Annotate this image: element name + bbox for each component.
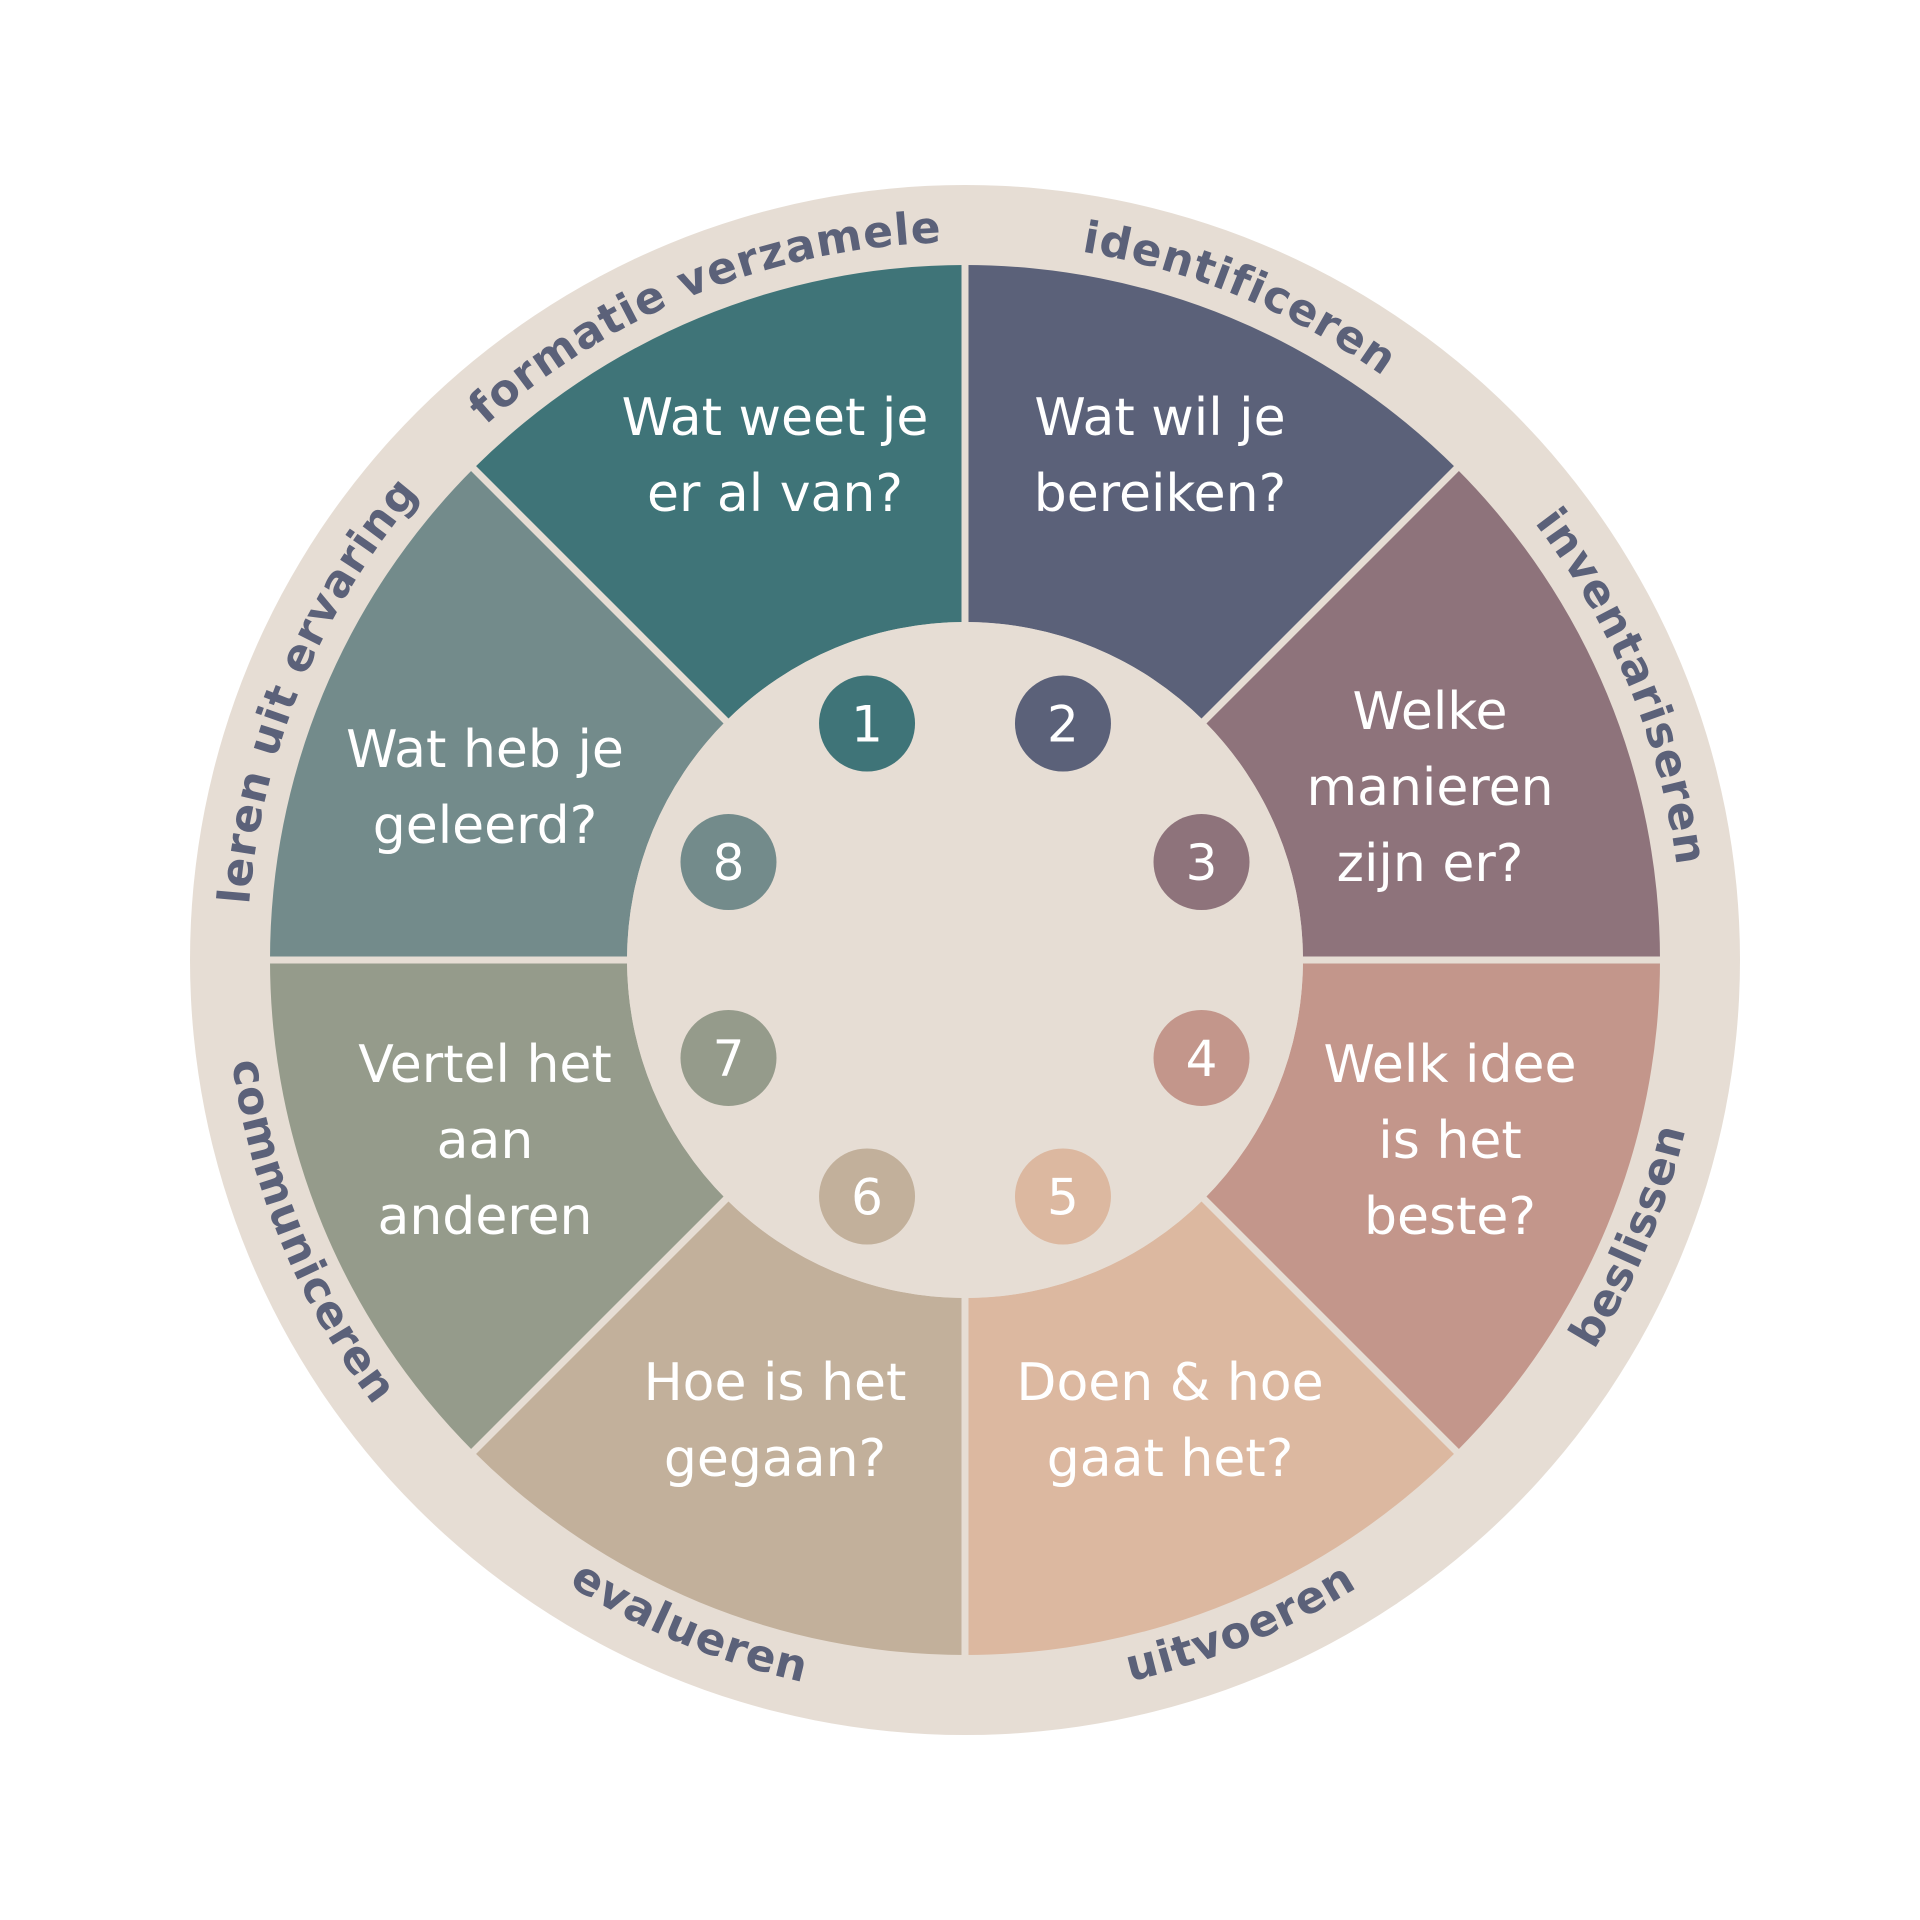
badge-number: 8 xyxy=(713,834,745,892)
question-line: Wat weet je xyxy=(622,388,929,448)
badge-4: 4 xyxy=(1153,1009,1250,1106)
question-line: Welke xyxy=(1352,682,1507,742)
badge-number: 4 xyxy=(1186,1030,1218,1088)
question-line: anderen xyxy=(377,1187,592,1247)
segment-1 xyxy=(473,265,965,721)
badge-circle xyxy=(680,814,777,911)
question-line: aan xyxy=(437,1111,534,1171)
question-5: Doen & hoe gaat het? xyxy=(1016,1353,1323,1489)
question-line: manieren xyxy=(1306,758,1553,818)
question-line: gaat het? xyxy=(1047,1429,1294,1489)
question-4: Welk idee is het beste? xyxy=(1324,1035,1577,1247)
badge-circle xyxy=(1153,1009,1250,1106)
question-line: beste? xyxy=(1364,1187,1536,1247)
badge-number: 3 xyxy=(1186,834,1218,892)
badge-2: 2 xyxy=(1014,675,1111,772)
question-line: Wat wil je xyxy=(1034,388,1285,448)
question-line: Doen & hoe xyxy=(1016,1353,1323,1413)
badge-circle xyxy=(1153,814,1250,911)
segment-3 xyxy=(1204,468,1660,960)
question-line: Wat heb je xyxy=(346,720,624,780)
segment-4 xyxy=(1204,960,1660,1452)
question-line: is het xyxy=(1378,1111,1521,1171)
question-8: Wat heb je geleerd? xyxy=(346,720,624,856)
question-line: er al van? xyxy=(647,464,903,524)
center-hub xyxy=(627,622,1303,1298)
segment-2 xyxy=(965,265,1457,721)
segment-6 xyxy=(473,1199,965,1655)
segment-divider xyxy=(1200,464,1461,725)
segment-divider xyxy=(1200,1195,1461,1456)
badge-number: 6 xyxy=(851,1169,883,1227)
question-line: gegaan? xyxy=(664,1429,886,1489)
badge-number: 7 xyxy=(713,1030,745,1088)
number-badges: 1 2 3 4 5 6 7 8 xyxy=(680,675,1250,1245)
badge-circle xyxy=(1014,1148,1111,1245)
badge-8: 8 xyxy=(680,814,777,911)
segments xyxy=(268,263,1662,1657)
question-line: geleerd? xyxy=(373,796,598,856)
questions: Wat weet je er al van? Wat wil je bereiken?… xyxy=(346,388,1576,1489)
badge-number: 5 xyxy=(1047,1169,1079,1227)
question-3: Welke manieren zijn er? xyxy=(1306,682,1553,894)
question-line: Vertel het xyxy=(358,1035,612,1095)
segment-divider xyxy=(469,464,730,725)
badge-circle xyxy=(819,675,916,772)
question-line: zijn er? xyxy=(1337,834,1524,894)
badge-6: 6 xyxy=(819,1148,916,1245)
badge-5: 5 xyxy=(1014,1148,1111,1245)
question-line: Welk idee xyxy=(1324,1035,1577,1095)
question-2: Wat wil je bereiken? xyxy=(1034,388,1286,524)
question-line: bereiken? xyxy=(1034,464,1286,524)
question-6: Hoe is het gegaan? xyxy=(644,1353,907,1489)
badge-7: 7 xyxy=(680,1009,777,1106)
badge-circle xyxy=(1014,675,1111,772)
badge-circle xyxy=(680,1009,777,1106)
segment-7 xyxy=(270,960,726,1452)
question-7: Vertel het aan anderen xyxy=(358,1035,612,1247)
badge-3: 3 xyxy=(1153,814,1250,911)
segment-8 xyxy=(270,468,726,960)
segment-5 xyxy=(965,1199,1457,1655)
badge-number: 1 xyxy=(851,695,883,753)
question-1: Wat weet je er al van? xyxy=(622,388,929,524)
badge-circle xyxy=(819,1148,916,1245)
badge-1: 1 xyxy=(819,675,916,772)
question-line: Hoe is het xyxy=(644,1353,907,1413)
badge-number: 2 xyxy=(1047,695,1079,753)
segment-divider xyxy=(469,1195,730,1456)
